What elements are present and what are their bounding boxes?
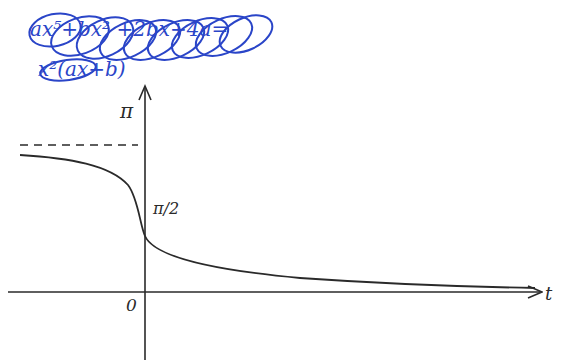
origin-label: 0 [124,296,139,315]
crossed-expression: ax⁵+bx² +2bx+4a= [28,18,230,40]
scribble [26,8,278,84]
factored-expression: x²(ax+b) [36,58,128,80]
axis-value: π/2 [151,200,181,218]
axis-value: π [118,100,135,122]
axis-name: t [543,284,554,304]
axes [8,86,542,360]
